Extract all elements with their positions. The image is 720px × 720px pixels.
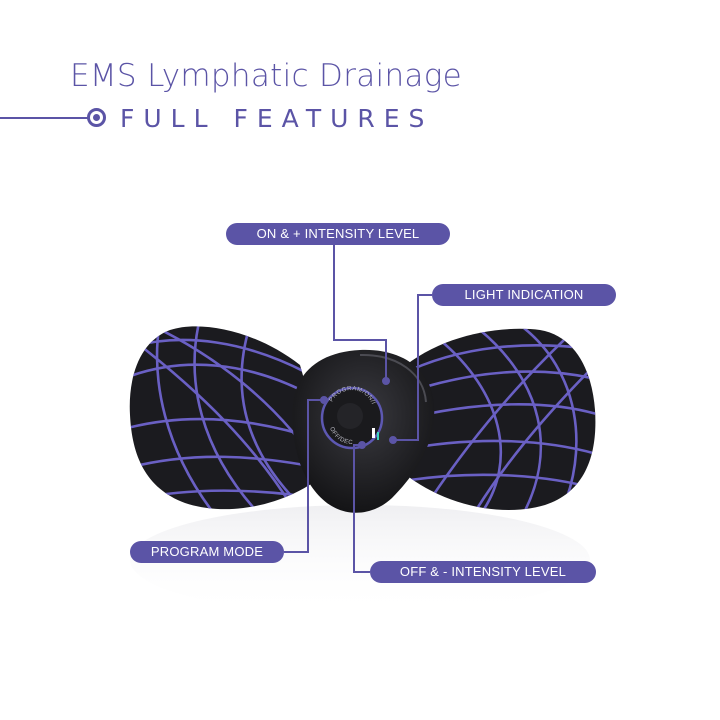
connector-on-intensity <box>333 244 387 378</box>
header-connector-line <box>0 117 92 119</box>
connector-off-intensity <box>353 444 370 573</box>
callout-program-mode: PROGRAM MODE <box>130 541 284 563</box>
callout-light-indication: LIGHT INDICATION <box>432 284 616 306</box>
page-title: EMS Lymphatic Drainage <box>70 58 462 94</box>
device-reflection <box>130 505 590 615</box>
right-electrode-pad <box>395 328 596 511</box>
control-button <box>337 403 363 429</box>
callout-off-intensity: OFF & - INTENSITY LEVEL <box>370 561 596 583</box>
header-bullet-icon <box>87 108 106 127</box>
page-subtitle: FULL FEATURES <box>120 104 434 133</box>
connector-program-mode <box>284 399 322 553</box>
callout-on-intensity: ON & + INTENSITY LEVEL <box>226 223 450 245</box>
indicator-lights-icon <box>372 428 379 440</box>
connector-light-indication <box>396 294 432 441</box>
